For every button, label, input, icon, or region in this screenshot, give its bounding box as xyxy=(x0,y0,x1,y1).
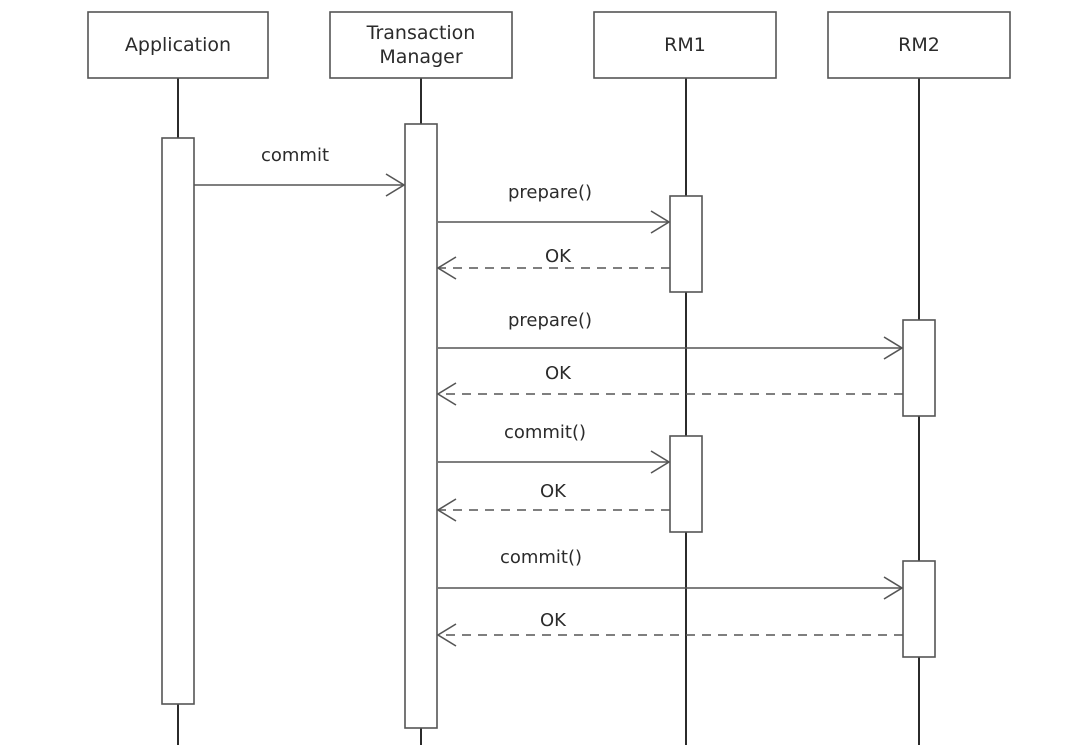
arrowhead-msg-ok-rm1-to-tm-prepare xyxy=(436,256,457,280)
message-msg-commit-tm-to-rm2[interactable]: commit() xyxy=(438,547,904,600)
message-label-msg-ok-rm1-to-tm-prepare: OK xyxy=(545,246,572,267)
messages-group: commit prepare() OK prepare() OK commit() OK co… xyxy=(194,145,904,647)
arrowhead-msg-ok-rm1-to-tm-commit xyxy=(436,498,457,522)
participant-box-application[interactable] xyxy=(87,11,269,79)
participant-rm2[interactable]: RM2 xyxy=(827,11,1011,79)
message-msg-ok-rm1-to-tm-commit[interactable]: OK xyxy=(436,481,670,522)
participant-box-transaction-manager[interactable] xyxy=(329,11,513,79)
message-msg-ok-rm2-to-tm-commit[interactable]: OK xyxy=(436,610,903,647)
activations-group xyxy=(161,123,936,729)
message-msg-ok-rm1-to-tm-prepare[interactable]: OK xyxy=(436,246,670,280)
arrowhead-msg-ok-rm2-to-tm-prepare xyxy=(436,382,457,406)
message-msg-commit-tm-to-rm1[interactable]: commit() xyxy=(438,422,671,474)
arrowhead-msg-prepare-tm-to-rm2 xyxy=(883,336,904,360)
participant-label-application: Application xyxy=(125,34,231,56)
message-msg-commit-app-to-tm[interactable]: commit xyxy=(194,145,406,197)
message-label-msg-prepare-tm-to-rm2: prepare() xyxy=(508,310,592,331)
participant-application[interactable]: Application xyxy=(87,11,269,79)
activation-bar-act-rm1-prepare[interactable] xyxy=(669,195,703,293)
activation-bar-act-rm2-commit[interactable] xyxy=(902,560,936,658)
message-label-msg-prepare-tm-to-rm1: prepare() xyxy=(508,182,592,203)
message-msg-prepare-tm-to-rm1[interactable]: prepare() xyxy=(438,182,671,234)
arrowhead-msg-commit-tm-to-rm1 xyxy=(650,450,671,474)
participant-rm1[interactable]: RM1 xyxy=(593,11,777,79)
activation-bar-act-rm2-prepare[interactable] xyxy=(902,319,936,417)
message-label-msg-ok-rm2-to-tm-commit: OK xyxy=(540,610,567,631)
message-label-msg-commit-tm-to-rm1: commit() xyxy=(504,422,586,443)
arrowhead-msg-ok-rm2-to-tm-commit xyxy=(436,623,457,647)
activation-bar-act-rm1-commit[interactable] xyxy=(669,435,703,533)
activation-bar-act-application[interactable] xyxy=(161,137,195,705)
message-msg-ok-rm2-to-tm-prepare[interactable]: OK xyxy=(436,363,903,406)
message-label-msg-commit-app-to-tm: commit xyxy=(261,145,329,166)
arrowhead-msg-commit-app-to-tm xyxy=(385,173,406,197)
lifelines-group xyxy=(177,78,920,745)
arrowhead-msg-commit-tm-to-rm2 xyxy=(883,576,904,600)
participant-box-rm1[interactable] xyxy=(593,11,777,79)
message-label-msg-ok-rm1-to-tm-commit: OK xyxy=(540,481,567,502)
participant-box-rm2[interactable] xyxy=(827,11,1011,79)
participant-label-rm1: RM1 xyxy=(664,34,706,56)
message-label-msg-commit-tm-to-rm2: commit() xyxy=(500,547,582,568)
activation-bar-act-transaction-manager[interactable] xyxy=(404,123,438,729)
message-msg-prepare-tm-to-rm2[interactable]: prepare() xyxy=(438,310,904,360)
participant-label-rm2: RM2 xyxy=(898,34,940,56)
message-label-msg-ok-rm2-to-tm-prepare: OK xyxy=(545,363,572,384)
arrowhead-msg-prepare-tm-to-rm1 xyxy=(650,210,671,234)
